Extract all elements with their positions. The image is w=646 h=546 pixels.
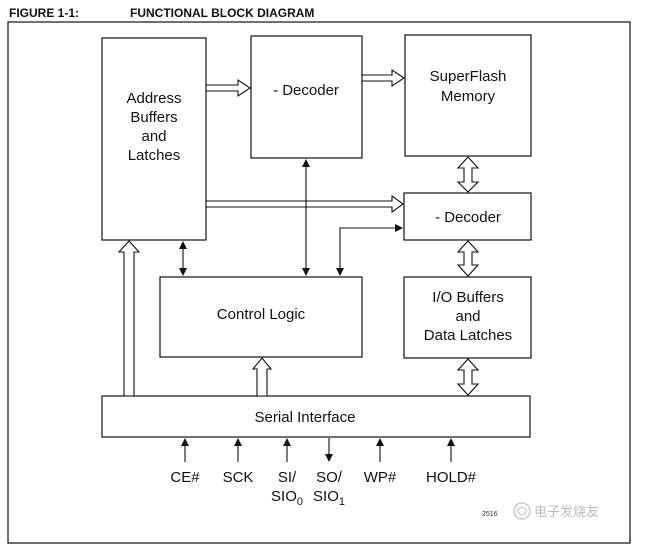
y-decoder-label: - Decoder: [435, 209, 501, 226]
superflash-memory-block: SuperFlash Memory: [404, 34, 532, 157]
pin-ce: CE#: [170, 469, 200, 486]
figure-number: FIGURE 1-1:: [9, 6, 79, 20]
address-buffers-block: Address Buffers and Latches: [101, 37, 207, 241]
figure-title: FUNCTIONAL BLOCK DIAGRAM: [130, 6, 314, 20]
superflash-label-1: SuperFlash: [430, 68, 507, 85]
bus-arrow-address-to-xdecoder: [205, 78, 251, 98]
signal-control-ydecoder: [336, 224, 403, 276]
pin-hold: HOLD#: [426, 469, 477, 486]
bus-arrow-memory-ydecoder: [456, 156, 480, 193]
serial-interface-block: Serial Interface: [101, 395, 531, 438]
pin-si-line1: SI/: [278, 469, 297, 486]
pin-sck: SCK: [223, 469, 254, 486]
bus-arrow-io-serial: [456, 358, 480, 396]
pin-so-line2: SIO1: [313, 488, 345, 508]
address-label-2: Buffers: [130, 109, 177, 126]
pin-arrow-hold: [447, 438, 455, 462]
address-label-3: and: [141, 128, 166, 145]
pin-arrow-so: [325, 438, 333, 462]
pin-arrow-sck: [234, 438, 242, 462]
bus-arrow-serial-to-address: [117, 240, 141, 397]
figure-frame: [7, 21, 631, 544]
pin-si-line2: SIO0: [271, 488, 303, 508]
serial-interface-label: Serial Interface: [255, 409, 356, 426]
signal-xdecoder-control: [302, 159, 310, 276]
address-label-4: Latches: [128, 147, 181, 164]
pin-wp: WP#: [364, 469, 397, 486]
bus-arrow-xdecoder-to-memory: [361, 68, 405, 88]
pin-arrow-ce: [181, 438, 189, 462]
io-buffers-label-2: and: [455, 308, 480, 325]
signal-address-control: [179, 241, 187, 276]
address-label-1: Address: [126, 90, 181, 107]
x-decoder-block: - Decoder: [250, 35, 363, 159]
superflash-label-2: Memory: [441, 88, 496, 105]
bus-arrow-serial-to-control: [251, 357, 273, 397]
pin-so-line1: SO/: [316, 469, 343, 486]
io-buffers-block: I/O Buffers and Data Latches: [403, 276, 532, 359]
pin-arrow-wp: [376, 438, 384, 462]
control-logic-block: Control Logic: [159, 276, 363, 358]
watermark-logo: 电子发烧友: [513, 502, 599, 520]
watermark-text: 电子发烧友: [534, 504, 599, 520]
pin-arrow-si: [283, 438, 291, 462]
x-decoder-label: - Decoder: [273, 82, 339, 99]
bus-arrow-address-to-ydecoder: [205, 194, 404, 214]
y-decoder-block: - Decoder: [403, 192, 532, 241]
control-logic-label: Control Logic: [217, 306, 306, 323]
figure-code: 2516: [482, 511, 498, 518]
bus-arrow-ydecoder-io: [456, 240, 480, 277]
io-buffers-label-3: Data Latches: [424, 327, 512, 344]
io-buffers-label-1: I/O Buffers: [432, 289, 503, 306]
